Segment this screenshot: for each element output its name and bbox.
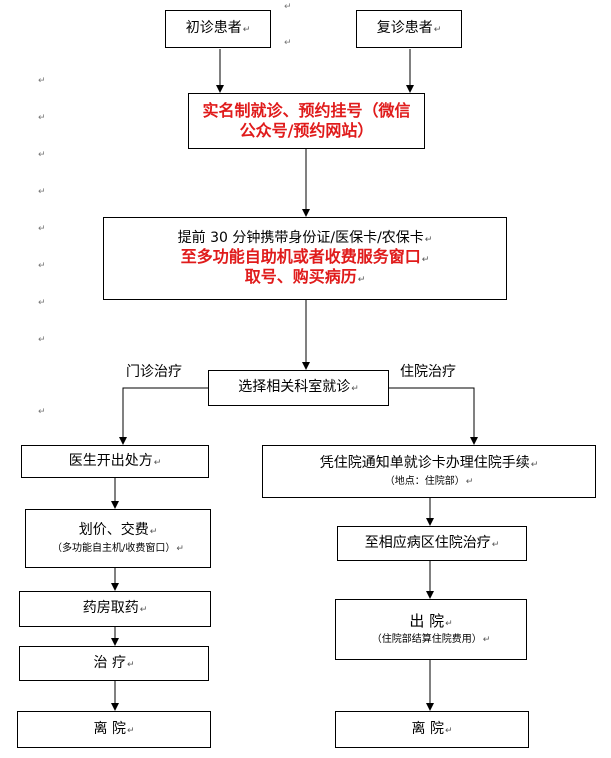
pricing-note: （多功能自主机/收费窗口）	[52, 542, 176, 554]
para-mark: ↵	[38, 113, 46, 123]
para-mark: ↵	[530, 460, 539, 470]
para-mark: ↵	[38, 187, 46, 197]
admission-note: （地点：住院部）	[384, 475, 465, 487]
para-mark: ↵	[149, 527, 158, 537]
node-first-visit: 初诊患者↵	[165, 10, 271, 48]
para-mark: ↵	[38, 224, 46, 234]
para-mark: ↵	[242, 25, 251, 36]
pricing-label: 划价、交费	[78, 522, 149, 538]
node-return-visit: 复诊患者↵	[356, 10, 462, 48]
para-mark: ↵	[38, 150, 46, 160]
checkout-note: （住院部结算住院费用）	[371, 634, 482, 646]
select-dept-label: 选择相关科室就诊	[238, 379, 351, 396]
para-mark: ↵	[139, 605, 148, 616]
para-mark: ↵	[176, 543, 184, 554]
para-mark: ↵	[357, 275, 366, 286]
prep-line2: 至多功能自助机或者收费服务窗口	[180, 247, 421, 267]
prep-line1: 提前 30 分钟携带身份证/医保卡/农保卡	[177, 229, 424, 246]
node-checkout: 出 院↵ （住院部结算住院费用）↵	[335, 599, 527, 660]
node-select-department: 选择相关科室就诊↵	[208, 370, 389, 406]
para-mark: ↵	[491, 539, 500, 550]
para-mark: ↵	[482, 635, 491, 646]
ward-label: 至相应病区住院治疗	[364, 534, 491, 551]
node-discharge-left: 离 院↵	[17, 711, 211, 748]
node-discharge-right: 离 院↵	[335, 711, 529, 748]
discharge-left-label: 离 院	[93, 720, 126, 737]
doctor-rx-label: 医生开出处方	[68, 452, 153, 469]
para-mark: ↵	[38, 407, 46, 417]
node-pricing-payment: 划价、交费↵ （多功能自主机/收费窗口）↵	[25, 509, 211, 568]
realname-line2: 公众号/预约网站）	[239, 121, 374, 140]
node-doctor-prescription: 医生开出处方↵	[21, 445, 209, 478]
para-mark: ↵	[424, 234, 433, 245]
prep-line3: 取号、购买病历	[244, 267, 357, 287]
label-outpatient: 门诊治疗	[126, 364, 182, 380]
node-admission: 凭住院通知单就诊卡办理住院手续↵ （地点：住院部）↵	[262, 445, 596, 498]
node-return-visit-label: 复诊患者	[376, 20, 433, 37]
treatment-label: 治 疗	[93, 654, 126, 671]
realname-line1: 实名制就诊、预约挂号（微信	[202, 101, 411, 120]
para-mark: ↵	[433, 25, 442, 36]
para-mark: ↵	[38, 261, 46, 271]
para-mark: ↵	[126, 725, 135, 736]
para-mark: ↵	[38, 76, 46, 86]
para-mark: ↵	[444, 725, 453, 736]
label-inpatient: 住院治疗	[400, 364, 456, 380]
para-mark: ↵	[421, 255, 430, 266]
para-mark: ↵	[153, 457, 162, 468]
para-mark: ↵	[38, 335, 46, 345]
node-first-visit-label: 初诊患者	[185, 20, 242, 37]
node-pharmacy: 药房取药↵	[19, 591, 211, 627]
node-ward-treatment: 至相应病区住院治疗↵	[337, 526, 527, 561]
checkout-label: 出 院	[409, 612, 445, 631]
para-mark: ↵	[465, 476, 474, 487]
admission-label: 凭住院通知单就诊卡办理住院手续	[319, 455, 530, 471]
para-mark: ↵	[126, 659, 135, 670]
para-mark: ↵	[445, 619, 453, 630]
branch-outpatient	[119, 387, 208, 445]
discharge-right-label: 离 院	[411, 720, 444, 737]
para-mark: ↵	[351, 384, 359, 395]
node-realname-registration: 实名制就诊、预约挂号（微信 公众号/预约网站）	[188, 93, 425, 149]
node-preparation: 提前 30 分钟携带身份证/医保卡/农保卡↵ 至多功能自助机或者收费服务窗口↵ …	[103, 217, 507, 300]
para-mark: ↵	[284, 38, 292, 48]
node-treatment: 治 疗↵	[19, 646, 209, 681]
para-mark: ↵	[284, 2, 292, 12]
para-mark: ↵	[38, 298, 46, 308]
pharmacy-label: 药房取药	[82, 600, 139, 617]
branch-inpatient	[389, 387, 478, 445]
